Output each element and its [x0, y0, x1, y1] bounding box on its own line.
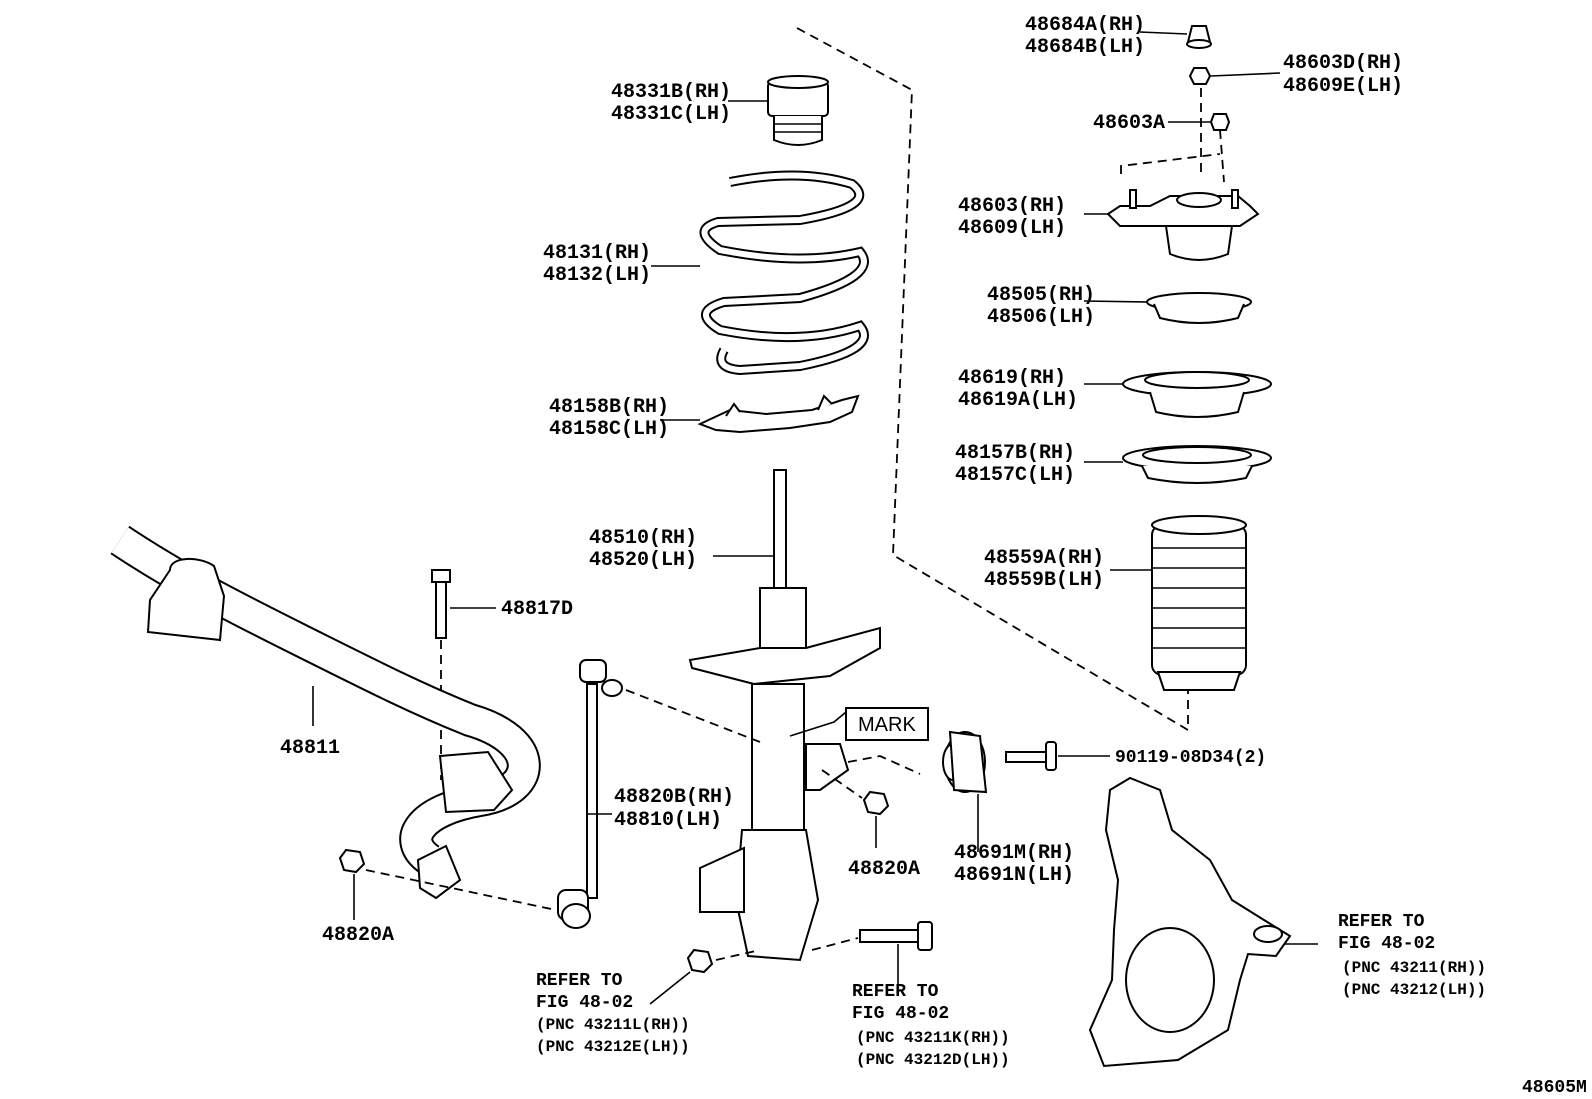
part-48603-support: [1084, 189, 1260, 261]
ref-strut-bolt-line2: FIG 48-02: [852, 1004, 949, 1024]
label-48603D: 48603D(RH): [1283, 52, 1403, 75]
label-48684A: 48684A(RH): [1025, 14, 1145, 37]
ref-knuckle-line3: (PNC 43211(RH)): [1342, 959, 1486, 977]
label-48820B: 48820B(RH): [614, 786, 734, 809]
label-48609E: 48609E(LH): [1283, 75, 1403, 98]
part-48158-lower-insulator: [660, 394, 860, 434]
label-48603A: 48603A: [1093, 112, 1165, 135]
label-48619A: 48619A(LH): [958, 389, 1078, 412]
part-48619-bearing: [1084, 371, 1272, 418]
label-48158C: 48158C(LH): [549, 418, 669, 441]
part-48331-bump-stop: [728, 75, 829, 146]
ref-strut-bolt-line4: (PNC 43212D(LH)): [856, 1051, 1010, 1069]
label-48691N: 48691N(LH): [954, 864, 1074, 887]
part-48505-seat: [1083, 292, 1252, 324]
ref-strut-nut-line1: REFER TO: [536, 971, 623, 991]
part-48820A-nut-left: [338, 848, 366, 920]
part-48603D-nut: [1188, 67, 1281, 85]
assembly-boundary: [796, 27, 1189, 732]
label-48510: 48510(RH): [589, 527, 697, 550]
ref-knuckle-line2: FIG 48-02: [1338, 934, 1435, 954]
label-48131: 48131(RH): [543, 242, 651, 265]
part-48131-coil-spring: [651, 170, 869, 376]
label-48810: 48810(LH): [614, 809, 722, 832]
part-48820A-nut-right: [821, 769, 890, 848]
part-48691-cam: [847, 730, 988, 852]
label-48331B: 48331B(RH): [611, 81, 731, 104]
label-48603: 48603(RH): [958, 195, 1066, 218]
mark-label: MARK: [858, 714, 916, 736]
label-48811: 48811: [280, 737, 340, 760]
ref-strut-nut-line3: (PNC 43211L(RH)): [536, 1016, 690, 1034]
ref-strut-nut-line4: (PNC 43212E(LH)): [536, 1038, 690, 1056]
ref-strut-bolt-line1: REFER TO: [852, 982, 939, 1002]
label-48158B: 48158B(RH): [549, 396, 669, 419]
label-48559A: 48559A(RH): [984, 547, 1104, 570]
part-48811-stabilizer-bar: [110, 525, 541, 900]
part-steering-knuckle: [1088, 776, 1318, 1068]
label-48132: 48132(LH): [543, 264, 651, 287]
label-48506: 48506(LH): [987, 306, 1095, 329]
label-48505: 48505(RH): [987, 284, 1095, 307]
part-90119-bolt: [1005, 741, 1110, 771]
label-48691M: 48691M(RH): [954, 842, 1074, 865]
part-48603A-nut: [1168, 113, 1231, 131]
label-48820A-left: 48820A: [322, 924, 394, 947]
label-48157B: 48157B(RH): [955, 442, 1075, 465]
ref-strut-nut-line2: FIG 48-02: [536, 993, 633, 1013]
label-48520: 48520(LH): [589, 549, 697, 572]
ref-strut-bolt-line3: (PNC 43211K(RH)): [856, 1029, 1010, 1047]
label-48559B: 48559B(LH): [984, 569, 1104, 592]
part-48157-insulator: [1084, 445, 1272, 484]
ref-knuckle-line1: REFER TO: [1338, 912, 1425, 932]
label-48619: 48619(RH): [958, 367, 1066, 390]
part-48510-strut: [688, 469, 881, 962]
dashed-leaders-top: [1120, 88, 1225, 183]
figure-code: 48605M: [1522, 1078, 1587, 1098]
label-48609: 48609(LH): [958, 217, 1066, 240]
label-48684B: 48684B(LH): [1025, 36, 1145, 59]
part-48817D-bolt: [431, 569, 496, 780]
part-48559-bumper-boot: [1110, 515, 1247, 691]
ref-knuckle-line4: (PNC 43212(LH)): [1342, 981, 1486, 999]
part-strut-bolt: [811, 921, 933, 984]
label-90119: 90119-08D34(2): [1115, 748, 1266, 768]
label-48157C: 48157C(LH): [955, 464, 1075, 487]
part-48684-cap: [1139, 25, 1212, 49]
mark-callout: [789, 707, 929, 741]
part-strut-nut: [649, 948, 761, 1005]
label-48817D: 48817D: [501, 598, 573, 621]
part-48820B-link: [365, 659, 761, 929]
label-48331C: 48331C(LH): [611, 103, 731, 126]
labels: 48684A(RH) 48684B(LH) 48603D(RH) 48609E(…: [280, 14, 1587, 1098]
label-48820A-right: 48820A: [848, 858, 920, 881]
